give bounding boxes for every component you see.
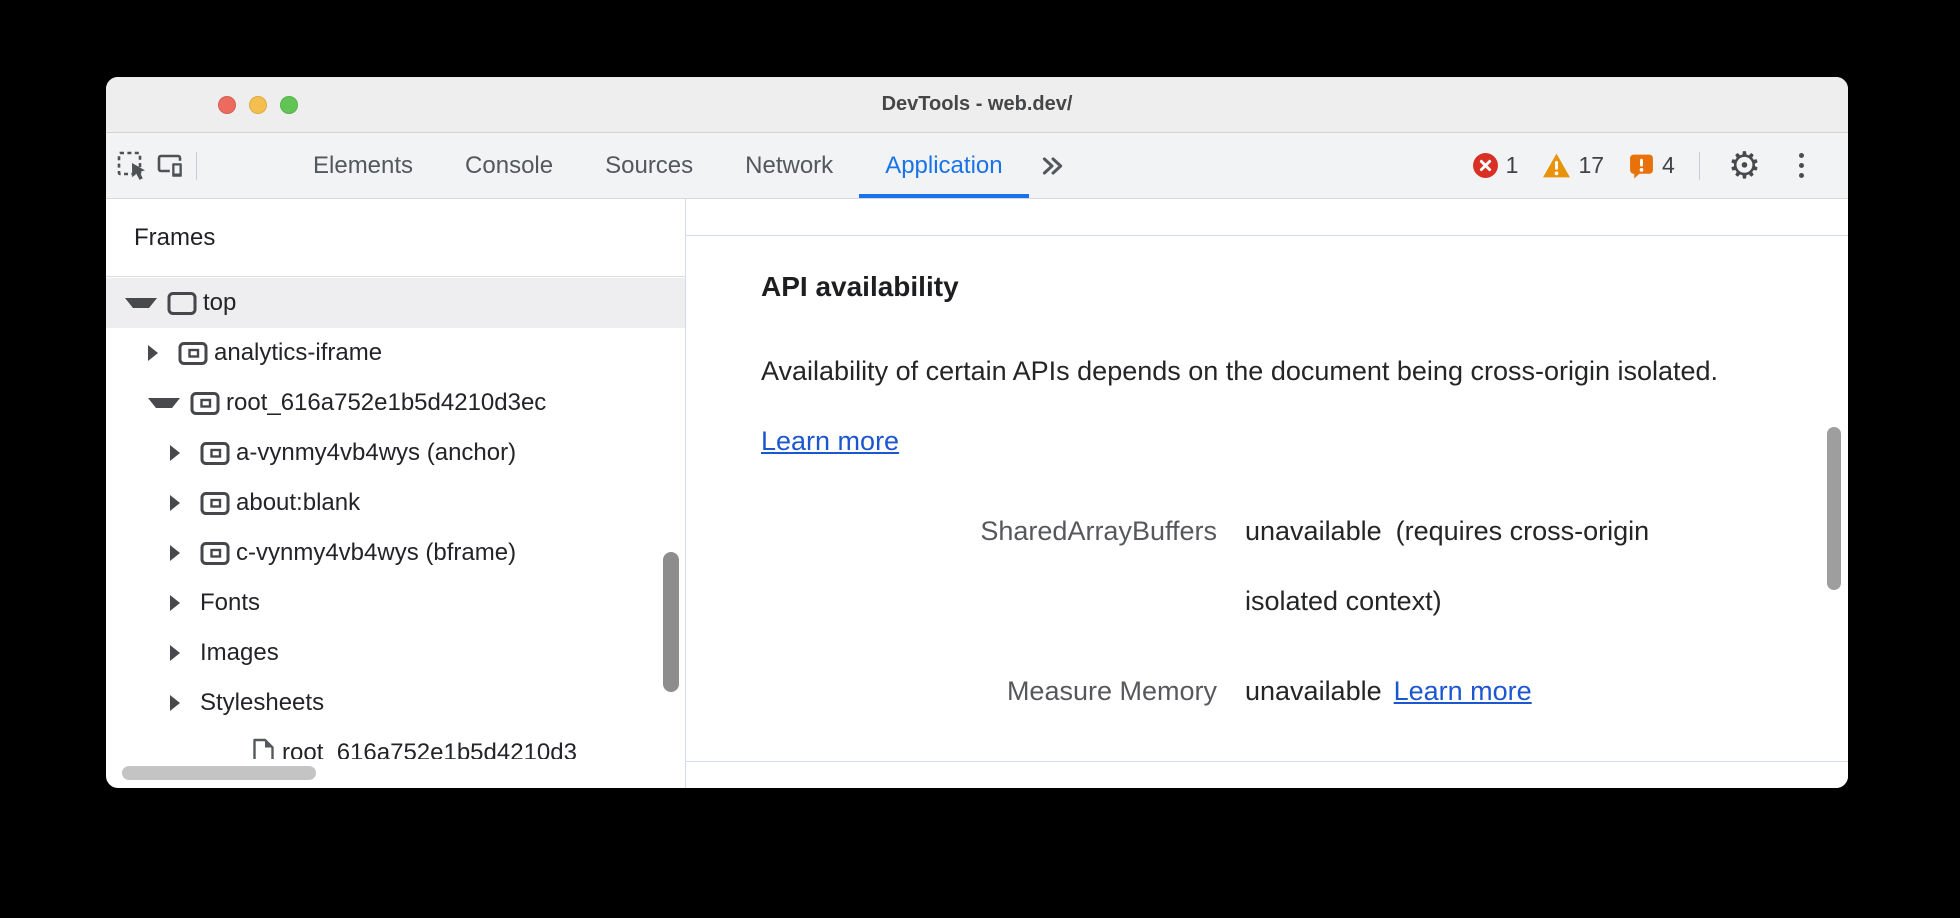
availability-note: (requires cross-origin isolated context) xyxy=(1245,516,1650,616)
learn-more-link[interactable]: Learn more xyxy=(761,426,900,456)
console-errors-badge[interactable]: 1 xyxy=(1472,152,1518,179)
tree-item-label: root_616a752e1b5d4210d3ec xyxy=(226,389,547,416)
description-text: Availability of certain APIs depends on … xyxy=(761,356,1719,386)
panel-tabs: Elements Console Sources Network Application xyxy=(287,133,1029,198)
toolbar-separator xyxy=(196,151,197,180)
expand-arrow-icon[interactable] xyxy=(170,495,196,511)
tree-item-label: a-vynmy4vb4wys (anchor) xyxy=(236,439,517,466)
report-value: unavailable(requires cross-origin isolat… xyxy=(1245,496,1715,636)
tree-item-root-616a752e1b5d4210d3ec[interactable]: root_616a752e1b5d4210d3ec xyxy=(106,378,685,428)
tree-item-label: about:blank xyxy=(236,489,361,516)
main-vertical-scrollbar[interactable] xyxy=(1827,427,1841,590)
expand-arrow-icon[interactable] xyxy=(170,695,196,711)
tab-label: Sources xyxy=(605,151,694,179)
frames-sidebar: Frames top analytics-iframe root_616a752e1… xyxy=(106,199,686,788)
tree-item-root-616a752e1b5d4210d3[interactable]: root_616a752e1b5d4210d3 xyxy=(106,728,685,759)
tree-item-analytics-iframe[interactable]: analytics-iframe xyxy=(106,328,685,378)
report-row: Measure Memory unavailable Learn more xyxy=(761,656,1808,726)
iframe-icon xyxy=(200,491,230,516)
tree-item-images[interactable]: Images xyxy=(106,628,685,678)
tree-item-label: top xyxy=(203,289,237,316)
tree-item-label: Fonts xyxy=(200,589,261,616)
more-tabs-icon[interactable] xyxy=(1035,149,1069,183)
collapse-arrow-icon[interactable] xyxy=(125,298,157,308)
section-title: API availability xyxy=(761,271,959,302)
issues-badge[interactable]: 4 xyxy=(1628,152,1675,179)
tree-item-fonts[interactable]: Fonts xyxy=(106,578,685,628)
iframe-icon xyxy=(200,441,230,466)
frames-header: Frames xyxy=(106,199,685,277)
console-warnings-badge[interactable]: 17 xyxy=(1542,152,1604,179)
issue-icon xyxy=(1630,154,1653,179)
tree-item-top[interactable]: top xyxy=(106,278,685,328)
warning-icon xyxy=(1543,153,1571,178)
close-window-button[interactable] xyxy=(218,95,236,114)
expand-arrow-icon[interactable] xyxy=(170,595,196,611)
tab-label: Console xyxy=(465,151,554,179)
tree-item-a-vynmy4vb4wys-anchor-[interactable]: a-vynmy4vb4wys (anchor) xyxy=(106,428,685,478)
tree-item-c-vynmy4vb4wys-bframe-[interactable]: c-vynmy4vb4wys (bframe) xyxy=(106,528,685,578)
inspect-element-icon[interactable] xyxy=(115,149,149,183)
expand-arrow-icon[interactable] xyxy=(170,545,196,561)
devtools-window: DevTools - web.dev/ Elements Console Sourc… xyxy=(106,77,1848,788)
devtools-toolbar: Elements Console Sources Network Application… xyxy=(106,133,1848,199)
expand-arrow-icon[interactable] xyxy=(170,445,196,461)
tree-item-label: analytics-iframe xyxy=(214,339,383,366)
tree-item-label: Images xyxy=(200,639,279,666)
minimize-window-button[interactable] xyxy=(249,95,267,114)
iframe-icon xyxy=(200,541,230,566)
toolbar-separator xyxy=(1698,151,1700,180)
iframe-icon xyxy=(190,391,220,416)
tab-label: Elements xyxy=(313,151,414,179)
sidebar-horizontal-scrollbar[interactable] xyxy=(122,766,316,780)
api-availability-section: API availability Availability of certain… xyxy=(686,235,1848,762)
expand-arrow-icon[interactable] xyxy=(148,345,174,361)
device-toolbar-icon[interactable] xyxy=(154,149,188,183)
zoom-window-button[interactable] xyxy=(280,95,298,114)
learn-more-link[interactable]: Learn more xyxy=(1393,676,1532,706)
tree-item-label: root_616a752e1b5d4210d3 xyxy=(282,739,577,759)
section-description: Availability of certain APIs depends on … xyxy=(761,336,1741,476)
collapse-arrow-icon[interactable] xyxy=(148,398,180,408)
window-icon xyxy=(167,291,197,316)
title-bar[interactable]: DevTools - web.dev/ xyxy=(106,77,1848,133)
report-value: unavailable Learn more xyxy=(1245,656,1715,726)
customize-menu-icon[interactable] xyxy=(1793,149,1810,182)
tab-application[interactable]: Application xyxy=(859,133,1029,198)
doc-icon xyxy=(251,738,276,759)
tab-label: Network xyxy=(745,151,834,179)
report-row: SharedArrayBuffers unavailable(requires c… xyxy=(761,496,1808,636)
settings-gear-icon[interactable]: ⚙ xyxy=(1727,145,1761,186)
report-key: Measure Memory xyxy=(1006,676,1217,706)
tab-sources[interactable]: Sources xyxy=(579,133,719,198)
tree-item-stylesheets[interactable]: Stylesheets xyxy=(106,678,685,728)
tree-item-label: Stylesheets xyxy=(200,689,325,716)
tree-item-label: c-vynmy4vb4wys (bframe) xyxy=(236,539,517,566)
availability-status: unavailable xyxy=(1245,516,1382,546)
tree-item-about-blank[interactable]: about:blank xyxy=(106,478,685,528)
iframe-icon xyxy=(178,341,208,366)
sidebar-vertical-scrollbar[interactable] xyxy=(663,552,679,692)
tab-console[interactable]: Console xyxy=(439,133,579,198)
report-key: SharedArrayBuffers xyxy=(980,516,1217,546)
frames-tree: top analytics-iframe root_616a752e1b5d4210… xyxy=(106,278,685,759)
tab-elements[interactable]: Elements xyxy=(287,133,439,198)
tab-label: Application xyxy=(885,151,1003,179)
error-icon xyxy=(1472,153,1498,178)
expand-arrow-icon[interactable] xyxy=(170,645,196,661)
window-title: DevTools - web.dev/ xyxy=(881,93,1073,115)
api-availability-panel: API availability Availability of certain… xyxy=(686,199,1848,788)
tab-network[interactable]: Network xyxy=(719,133,859,198)
availability-status: unavailable xyxy=(1245,676,1382,706)
